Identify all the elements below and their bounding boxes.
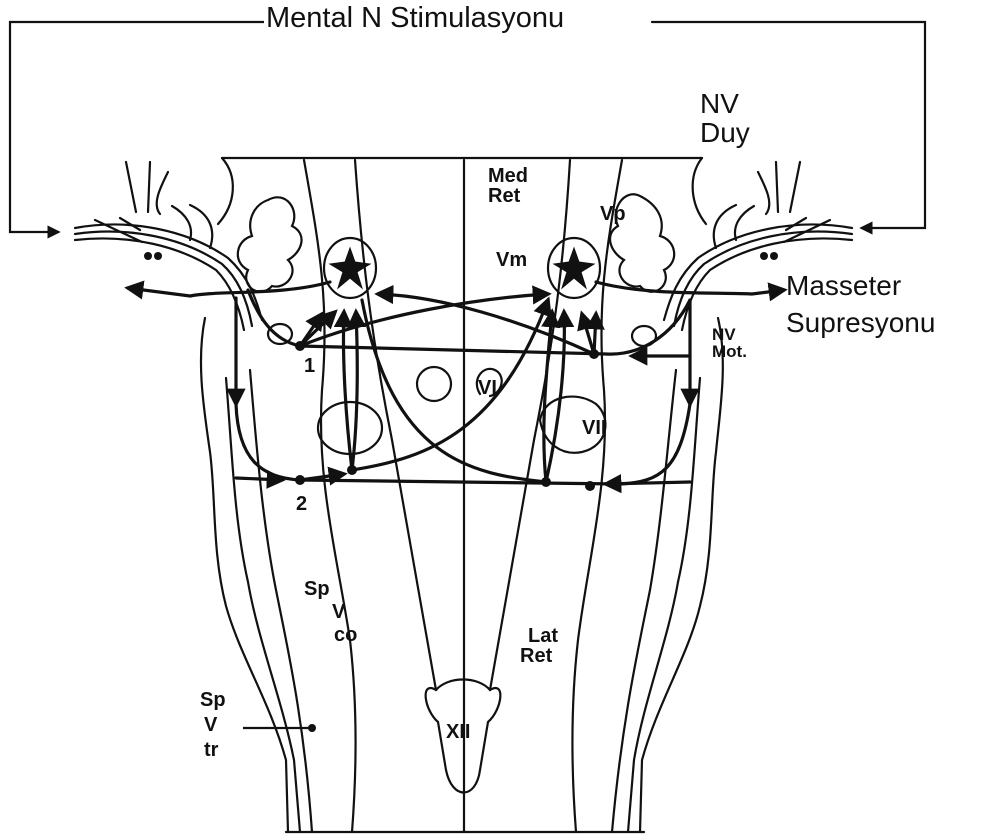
nv-mot-nv-label: NV bbox=[712, 326, 747, 343]
motoneuron-stars bbox=[330, 248, 594, 288]
sp-v-tr-label: Sp V tr bbox=[200, 688, 226, 763]
relay-2-label: 2 bbox=[296, 494, 307, 514]
sp-v-tr-v-label: V bbox=[200, 713, 226, 738]
vi-left-nucleus bbox=[417, 367, 451, 401]
nv-mot-label: NV Mot. bbox=[712, 326, 747, 361]
duy-label: Duy bbox=[700, 119, 750, 148]
mental-n-stimulasyonu-label: Mental N Stimulasyonu bbox=[264, 4, 566, 34]
med-ret-label: Med Ret bbox=[488, 166, 528, 207]
sp-v-co-co-label: co bbox=[304, 624, 357, 647]
nv-mot-mot-label: Mot. bbox=[712, 343, 747, 360]
lat-label: Lat bbox=[528, 626, 558, 646]
vp-label: Vp bbox=[600, 204, 626, 224]
stimulation-loop-line bbox=[10, 22, 925, 232]
supresyonu-label: Supresyonu bbox=[786, 309, 935, 338]
vm-label: Vm bbox=[496, 250, 527, 270]
vii-label: VII bbox=[582, 418, 606, 438]
sp-v-tr-tr-label: tr bbox=[200, 738, 226, 763]
xii-label: XII bbox=[446, 722, 470, 742]
sp-v-tr-sp-label: Sp bbox=[200, 688, 226, 713]
left-lobe-outline bbox=[238, 197, 302, 291]
nv-label: NV bbox=[700, 90, 750, 119]
lat-ret-label: Lat Ret bbox=[528, 626, 558, 667]
ret-label: Ret bbox=[488, 186, 528, 206]
nv-duy-label: NV Duy bbox=[700, 90, 750, 147]
sp-v-co-sp-label: Sp bbox=[304, 578, 357, 601]
med-label: Med bbox=[488, 166, 528, 186]
masseter-label: Masseter bbox=[786, 272, 935, 301]
relay-1-label: 1 bbox=[304, 356, 315, 376]
sp-v-co-v-label: V bbox=[304, 601, 357, 624]
vi-label: VI bbox=[478, 378, 497, 398]
masseter-supresyonu-label: Masseter Supresyonu bbox=[786, 272, 935, 337]
sp-v-co-label: Sp V co bbox=[304, 578, 357, 647]
lat-ret-text-label: Ret bbox=[520, 646, 558, 666]
